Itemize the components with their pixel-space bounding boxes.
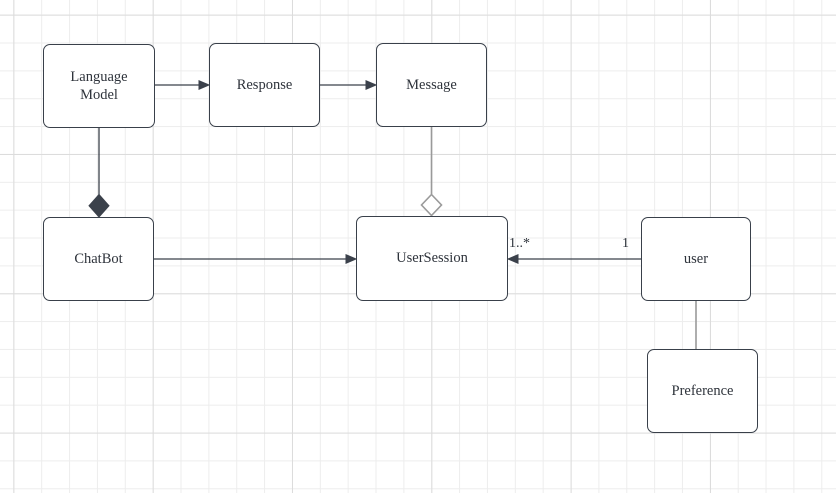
node-label: Response [236,76,293,93]
aggregation-diamond-icon [420,193,443,217]
node-label: Message [406,76,457,93]
edge-response-message[interactable] [320,79,378,91]
multiplicity-label-source: 1 [622,236,629,251]
arrowhead-icon [198,79,211,91]
node-message[interactable]: Message [376,43,487,127]
node-preference[interactable]: Preference [647,349,758,433]
edge-user-usersession[interactable] [506,253,641,265]
edge-chatbot-usersession[interactable] [154,253,358,265]
node-language-model[interactable]: Language Model [43,44,155,128]
node-label: UserSession [396,250,468,267]
node-usersession[interactable]: UserSession [356,216,508,301]
node-label: ChatBot [74,250,123,267]
edge-languagemodel-chatbot-composition[interactable] [88,128,110,218]
node-user[interactable]: user [641,217,751,301]
node-chatbot[interactable]: ChatBot [43,217,154,301]
edge-message-usersession-aggregation[interactable] [420,127,443,217]
multiplicity-label-target: 1..* [509,236,530,251]
node-label: Language Model [70,68,128,103]
node-label: Preference [671,382,734,399]
node-label: user [683,250,709,267]
arrowhead-icon [506,253,519,265]
composition-diamond-icon [88,193,110,218]
arrowhead-icon [365,79,378,91]
edge-languagemodel-response[interactable] [155,79,211,91]
arrowhead-icon [345,253,358,265]
node-response[interactable]: Response [209,43,320,127]
